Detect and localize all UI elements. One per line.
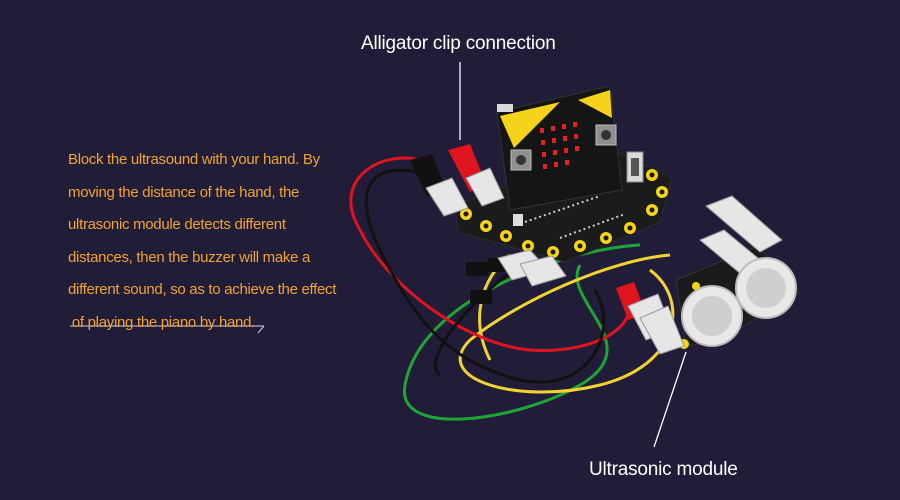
alligator-clips-bottom [466,249,567,304]
ultrasonic-module [675,195,801,349]
microbit-board [496,85,623,211]
callout-line-bottom [653,351,687,448]
alligator-clip-red-top [448,144,505,207]
callout-ultrasonic-module: Ultrasonic module [589,459,738,480]
description-line: different sound, so as to achieve the ef… [68,281,337,298]
description-line: Block the ultrasound with your hand. By [68,151,320,168]
description-line: of playing the piano by hand. [68,313,255,331]
description-underline [70,325,265,334]
description-line: ultrasonic module detects different [68,216,286,233]
description-line: moving the distance of the hand, the [68,183,300,201]
alligator-clip-white-module [639,305,685,355]
callout-alligator-clip: Alligator clip connection [361,33,556,54]
description-line: distances, then the buzzer will make a [68,248,311,266]
description-text: Block the ultrasound with your hand. By … [68,144,378,339]
wire-black [364,168,606,384]
wire-red [349,156,631,352]
alligator-clip-black-top [410,154,469,217]
connector-block [626,151,644,183]
